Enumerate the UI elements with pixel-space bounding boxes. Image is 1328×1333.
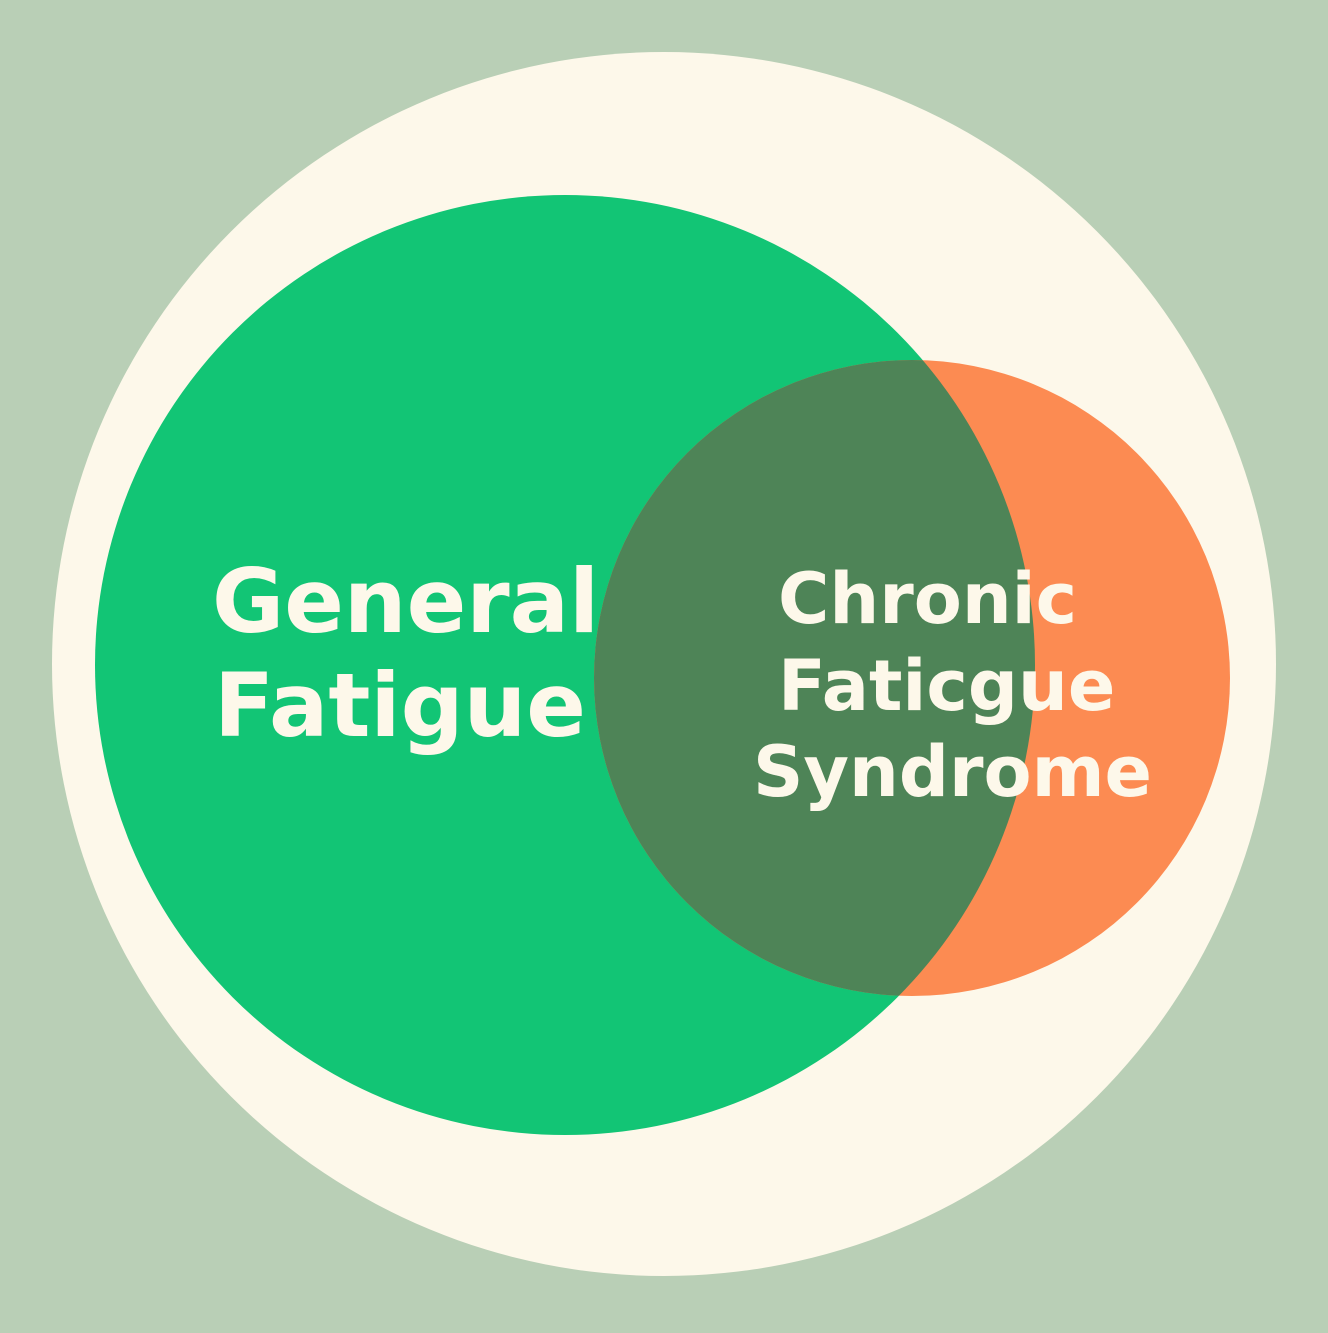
general-fatigue-label-line-1: General bbox=[212, 550, 599, 653]
overlap-region bbox=[594, 360, 1035, 996]
general-fatigue-label-line-2: Fatigue bbox=[214, 654, 586, 757]
chronic-fatigue-label-line-1: Chronic bbox=[778, 558, 1077, 640]
chronic-fatigue-syndrome-label: Chronic Faticgue Syndrome bbox=[753, 558, 1152, 813]
chronic-fatigue-label-line-2: Faticgue bbox=[778, 645, 1115, 727]
chronic-fatigue-label-line-3: Syndrome bbox=[753, 731, 1152, 813]
general-fatigue-label: General Fatigue bbox=[212, 550, 630, 757]
